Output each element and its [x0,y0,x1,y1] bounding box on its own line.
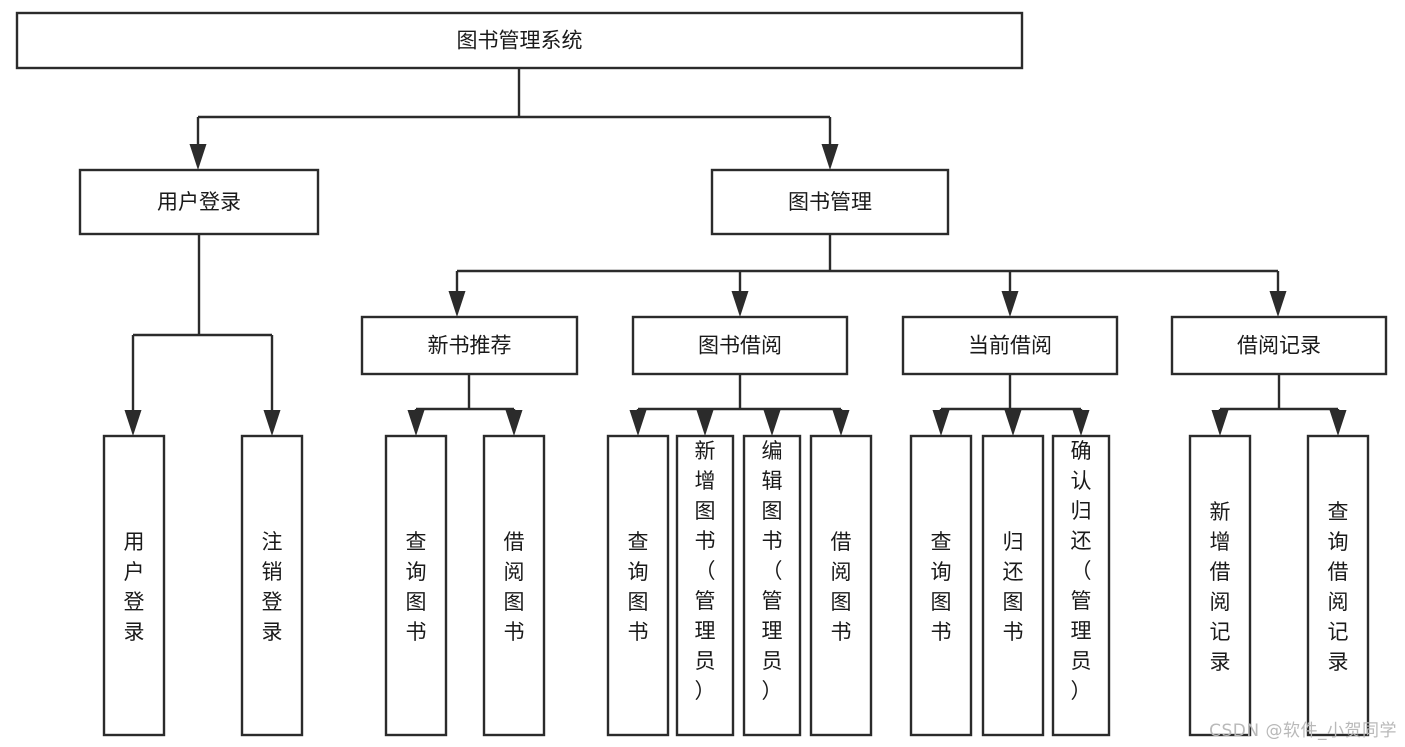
book-manage-branch-2-head [1001,291,1019,317]
node-leaf-record-add[interactable]: 新增借阅记录 [1188,434,1252,737]
book-borrow-branch-1-head [696,410,714,436]
node-leaf-current-query-book[interactable]: 查询图书 [909,434,973,737]
node-leaf-current-confirm-return-label: 确认归还（管理员） [1071,439,1092,703]
node-leaf-user-logout-label: 注销登录 [262,530,283,644]
node-leaf-current-return-book-label: 归还图书 [1003,530,1024,644]
borrow-record-branch-1-head [1329,410,1347,436]
node-leaf-rec-query-book[interactable]: 查询图书 [384,434,448,737]
new-book-recommend-branch-0-head [407,410,425,436]
book-borrow-branch-0-head [629,410,647,436]
node-leaf-borrow-lend-book-box[interactable] [809,434,873,737]
node-leaf-current-query-book-box[interactable] [909,434,973,737]
node-leaf-rec-borrow-book-box[interactable] [482,434,546,737]
node-root-system[interactable]: 图书管理系统 [15,11,1024,70]
node-current-borrow-label: 当前借阅 [968,334,1052,358]
current-borrow-branch-0-head [932,410,950,436]
node-new-book-recommend[interactable]: 新书推荐 [360,315,579,376]
node-borrow-record-label: 借阅记录 [1237,334,1321,358]
book-borrow-branch-2-head [763,410,781,436]
node-leaf-rec-query-book-box[interactable] [384,434,448,737]
node-leaf-borrow-lend-book[interactable]: 借阅图书 [809,434,873,737]
node-leaf-record-add-box[interactable] [1188,434,1252,737]
node-root-system-label: 图书管理系统 [457,29,583,53]
node-leaf-borrow-add-book-box[interactable] [675,434,735,737]
book-manage-branch-1-head [731,291,749,317]
node-book-borrow-label: 图书借阅 [698,334,782,358]
node-current-borrow[interactable]: 当前借阅 [901,315,1119,376]
node-user-login-label: 用户登录 [157,190,241,214]
node-leaf-borrow-edit-book-label: 编辑图书（管理员） [762,439,783,703]
new-book-recommend-branch-1-head [505,410,523,436]
node-leaf-user-logout[interactable]: 注销登录 [240,434,304,737]
node-leaf-borrow-query-book[interactable]: 查询图书 [606,434,670,737]
node-leaf-record-query[interactable]: 查询借阅记录 [1306,434,1370,737]
node-new-book-recommend-box[interactable] [360,315,579,376]
node-current-borrow-box[interactable] [901,315,1119,376]
node-leaf-borrow-add-book-label: 新增图书（管理员） [695,439,716,703]
node-leaf-record-query-box[interactable] [1306,434,1370,737]
node-leaf-record-add-label: 新增借阅记录 [1210,500,1231,674]
node-leaf-current-query-book-label: 查询图书 [931,530,952,644]
node-root-system-box[interactable] [15,11,1024,70]
book-manage-branch-0-head [448,291,466,317]
node-book-borrow[interactable]: 图书借阅 [631,315,849,376]
node-leaf-borrow-edit-book[interactable]: 编辑图书（管理员） [742,434,802,737]
node-leaf-current-return-book[interactable]: 归还图书 [981,434,1045,737]
csdn-watermark: CSDN @软件_小贺同学 [1209,721,1397,741]
node-leaf-rec-borrow-book-label: 借阅图书 [504,530,525,644]
node-borrow-record-box[interactable] [1170,315,1388,376]
node-book-manage[interactable]: 图书管理 [710,168,950,236]
node-leaf-record-query-label: 查询借阅记录 [1328,500,1349,674]
current-borrow-branch-2-head [1072,410,1090,436]
node-book-borrow-box[interactable] [631,315,849,376]
book-borrow-branch-3-head [832,410,850,436]
book-manage-branch-3-head [1269,291,1287,317]
current-borrow-branch-1-head [1004,410,1022,436]
node-leaf-borrow-add-book[interactable]: 新增图书（管理员） [675,434,735,737]
user-login-branch-1-head [263,410,281,436]
node-book-manage-box[interactable] [710,168,950,236]
node-layer: 图书管理系统用户登录图书管理新书推荐图书借阅当前借阅借阅记录用户登录注销登录查询… [15,11,1388,737]
user-login-branch-0-head [124,410,142,436]
node-leaf-borrow-lend-book-label: 借阅图书 [831,530,852,644]
node-leaf-borrow-edit-book-box[interactable] [742,434,802,737]
node-leaf-current-return-book-box[interactable] [981,434,1045,737]
root-branch-1-head [821,144,839,170]
borrow-record-branch-0-head [1211,410,1229,436]
node-leaf-current-confirm-return[interactable]: 确认归还（管理员） [1051,434,1111,737]
node-leaf-borrow-query-book-label: 查询图书 [628,530,649,644]
node-new-book-recommend-label: 新书推荐 [428,334,512,358]
node-leaf-rec-borrow-book[interactable]: 借阅图书 [482,434,546,737]
node-leaf-borrow-query-book-box[interactable] [606,434,670,737]
node-leaf-user-login-box[interactable] [102,434,166,737]
node-leaf-user-login-label: 用户登录 [124,530,145,644]
connector-layer [124,68,1347,436]
node-leaf-rec-query-book-label: 查询图书 [406,530,427,644]
node-book-manage-label: 图书管理 [788,190,872,214]
node-borrow-record[interactable]: 借阅记录 [1170,315,1388,376]
node-user-login-box[interactable] [78,168,320,236]
node-leaf-user-login[interactable]: 用户登录 [102,434,166,737]
node-user-login[interactable]: 用户登录 [78,168,320,236]
root-branch-0-head [189,144,207,170]
node-leaf-current-confirm-return-box[interactable] [1051,434,1111,737]
node-leaf-user-logout-box[interactable] [240,434,304,737]
